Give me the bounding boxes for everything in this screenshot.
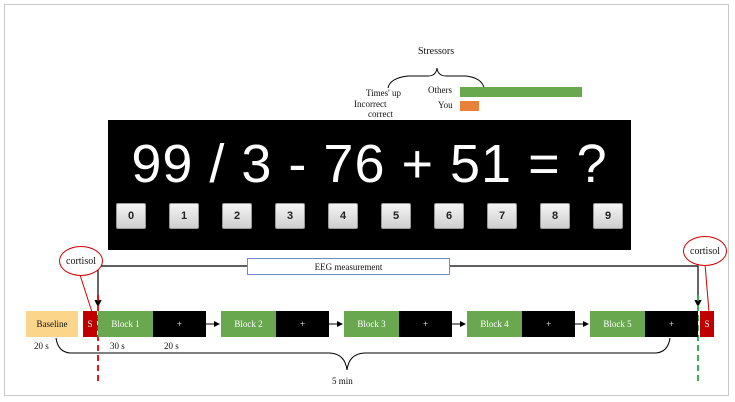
cortisol-left-pointer bbox=[79, 274, 93, 313]
stress-marker-end: S bbox=[700, 311, 714, 337]
block-2: Block 2 bbox=[221, 311, 276, 337]
eeg-measurement-box: EEG measurement bbox=[247, 258, 450, 275]
you-label: You bbox=[438, 100, 453, 110]
key-4[interactable]: 4 bbox=[328, 203, 358, 229]
baseline-box: Baseline bbox=[26, 311, 78, 337]
key-3[interactable]: 3 bbox=[275, 203, 305, 229]
eeg-left-arrow bbox=[94, 265, 247, 308]
you-performance-bar bbox=[460, 101, 479, 111]
correct-label: correct bbox=[368, 109, 393, 119]
fixation-1: + bbox=[153, 311, 206, 337]
block-duration: 30 s bbox=[110, 341, 125, 351]
stressors-brace bbox=[387, 67, 485, 89]
arithmetic-equation: 99 / 3 - 76 + 51 = ? bbox=[131, 134, 608, 194]
others-performance-bar bbox=[460, 87, 582, 97]
key-0[interactable]: 0 bbox=[116, 203, 146, 229]
fixation-4: + bbox=[522, 311, 575, 337]
block-3: Block 3 bbox=[344, 311, 399, 337]
block-5: Block 5 bbox=[590, 311, 645, 337]
baseline-duration: 20 s bbox=[34, 341, 49, 351]
fixation-2: + bbox=[276, 311, 329, 337]
cortisol-sample-post: cortisol bbox=[683, 236, 727, 266]
cortisol-sample-pre: cortisol bbox=[59, 246, 103, 276]
total-duration: 5 min bbox=[332, 376, 353, 386]
stress-marker-start: S bbox=[83, 311, 97, 337]
block-1: Block 1 bbox=[98, 311, 153, 337]
task-screen: 99 / 3 - 76 + 51 = ? 0 1 2 3 4 5 6 7 8 9 bbox=[108, 120, 631, 250]
fixation-3: + bbox=[399, 311, 452, 337]
key-1[interactable]: 1 bbox=[169, 203, 199, 229]
block-4: Block 4 bbox=[467, 311, 522, 337]
eeg-right-arrow bbox=[450, 265, 702, 308]
fixation-5: + bbox=[645, 311, 698, 337]
key-5[interactable]: 5 bbox=[381, 203, 411, 229]
key-6[interactable]: 6 bbox=[434, 203, 464, 229]
stressors-title: Stressors bbox=[418, 46, 455, 57]
key-8[interactable]: 8 bbox=[540, 203, 570, 229]
incorrect-label: Incorrect bbox=[354, 99, 387, 109]
others-label: Others bbox=[428, 85, 452, 95]
figure-frame bbox=[4, 4, 729, 396]
key-9[interactable]: 9 bbox=[593, 203, 623, 229]
key-7[interactable]: 7 bbox=[487, 203, 517, 229]
rest-duration: 20 s bbox=[164, 341, 179, 351]
key-2[interactable]: 2 bbox=[222, 203, 252, 229]
total-duration-brace bbox=[55, 337, 671, 371]
times-up-label: Times' up bbox=[366, 88, 402, 98]
cortisol-right-pointer bbox=[704, 263, 710, 313]
answer-keypad: 0 1 2 3 4 5 6 7 8 9 bbox=[116, 203, 628, 231]
